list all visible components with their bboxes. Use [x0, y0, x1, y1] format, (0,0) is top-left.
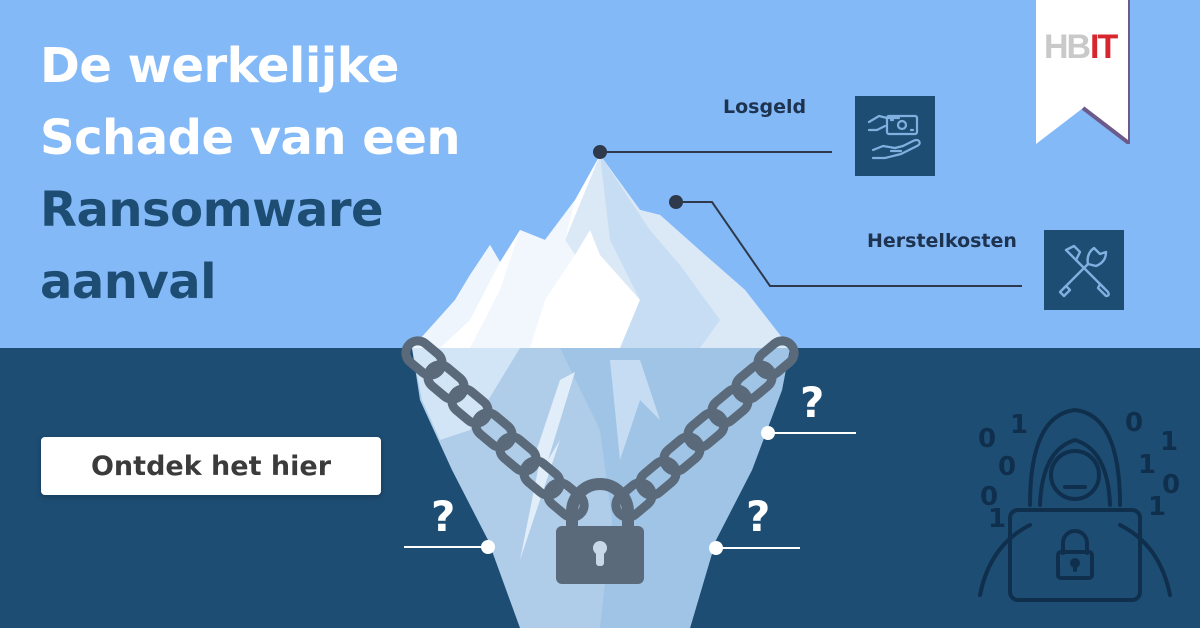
callout-dot-hidden-3: [709, 541, 723, 555]
logo-ribbon: HB IT: [1036, 0, 1130, 144]
headline-line-1: De werkelijke: [40, 38, 399, 94]
discover-here-button[interactable]: Ontdek het hier: [41, 437, 381, 495]
svg-text:0: 0: [998, 452, 1016, 482]
ransom-label: Losgeld: [723, 96, 807, 118]
hbit-logo: HB IT: [1036, 0, 1130, 144]
hacker-icon: 0 1 0 0 1 0 1 1 0 1: [978, 408, 1180, 602]
svg-text:0: 0: [1162, 470, 1180, 500]
callout-dot-hidden-2: [481, 540, 495, 554]
svg-text:1: 1: [1160, 427, 1178, 457]
svg-text:1: 1: [1148, 492, 1166, 522]
svg-text:0: 0: [980, 482, 998, 512]
ransom-tile: [855, 96, 935, 176]
headline: De werkelijke Schade van een Ransomware …: [40, 30, 461, 318]
svg-text:1: 1: [1010, 410, 1028, 440]
svg-text:1: 1: [1138, 450, 1156, 480]
logo-text: HB: [1044, 28, 1091, 66]
iceberg-tip: [412, 155, 790, 348]
hacker-illustration: 0 1 0 0 1 0 1 1 0 1: [960, 395, 1190, 610]
svg-text:IT: IT: [1090, 28, 1118, 66]
hidden-cost-mark-1: ?: [800, 378, 825, 427]
callout-dot-recovery: [669, 195, 683, 209]
headline-line-4: aanval: [40, 254, 217, 310]
svg-text:0: 0: [978, 424, 996, 454]
callout-lines-bottom: [404, 432, 856, 549]
hidden-cost-mark-2: ?: [431, 492, 456, 541]
callout-dot-hidden-1: [761, 426, 775, 440]
headline-line-2: Schade van een: [40, 110, 461, 166]
recovery-label: Herstelkosten: [867, 230, 1017, 252]
svg-text:1: 1: [988, 504, 1006, 534]
callout-dot-ransom: [593, 145, 607, 159]
tools-icon: [1058, 244, 1110, 298]
headline-line-3: Ransomware: [40, 182, 384, 238]
padlock-icon: [556, 478, 644, 584]
money-hand-icon: [867, 114, 921, 160]
svg-text:0: 0: [1125, 408, 1143, 438]
callout-lines-top: [600, 151, 1022, 287]
hidden-cost-mark-3: ?: [746, 492, 771, 541]
chain-right: [611, 336, 799, 522]
recovery-tile: [1044, 230, 1124, 310]
